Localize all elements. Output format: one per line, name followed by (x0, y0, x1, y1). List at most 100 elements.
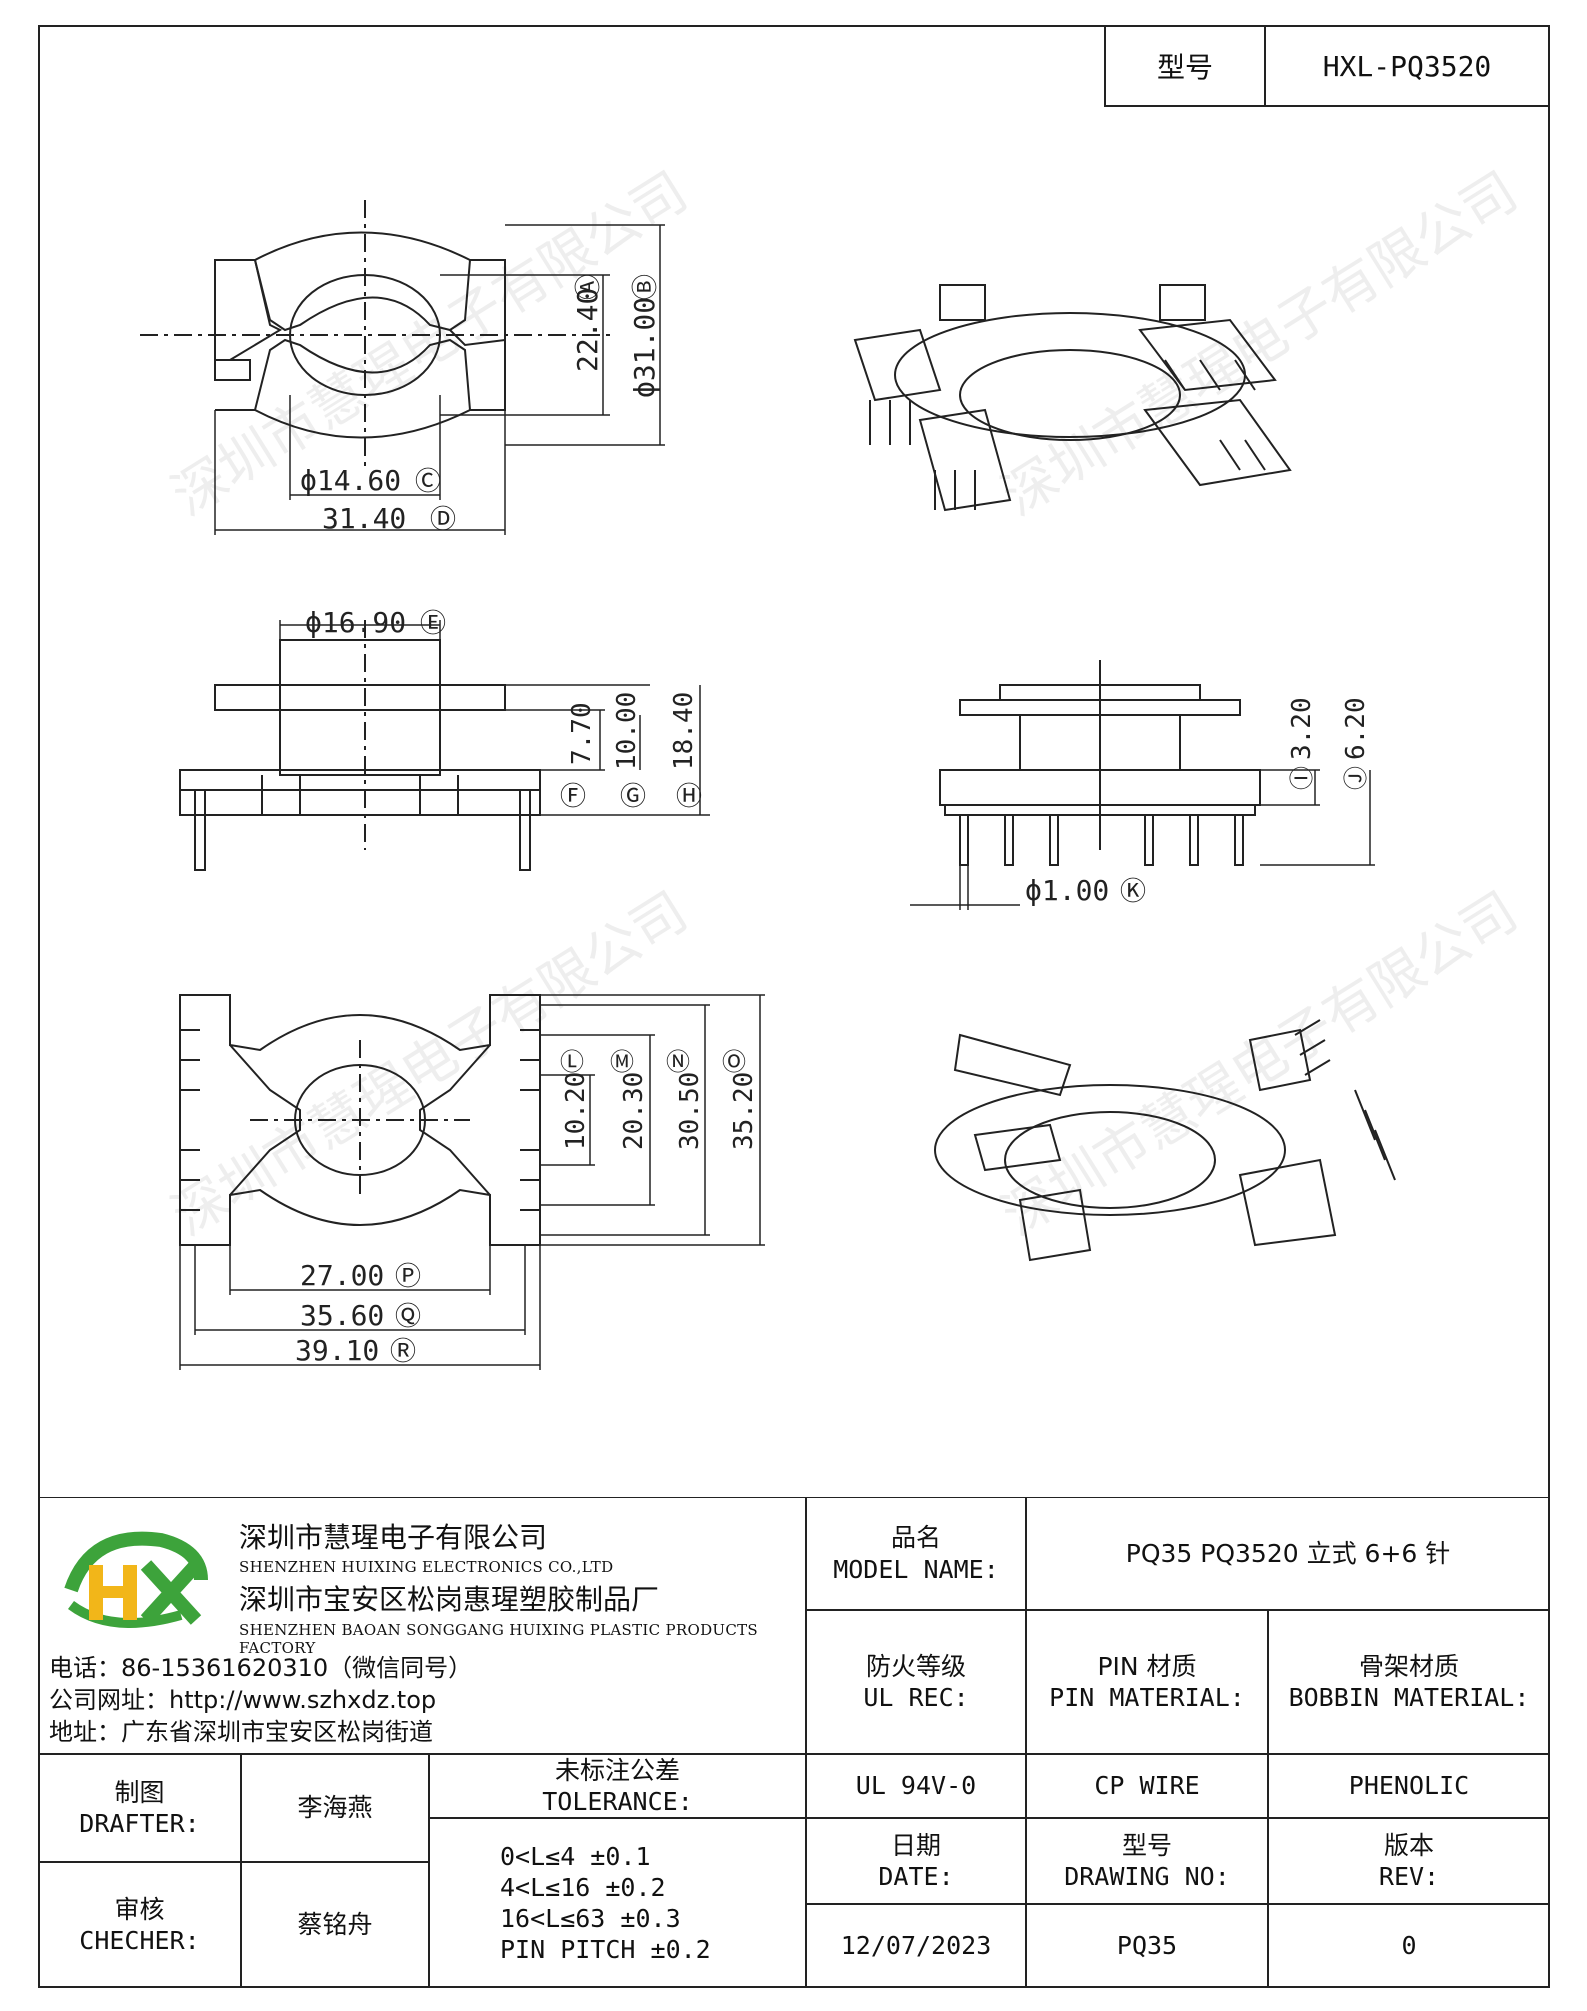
bobbin-material-label-cn: 骨架材质 (1358, 1651, 1459, 1681)
date-value: 12/07/2023 (806, 1904, 1026, 1988)
marker-B: Ⓑ (631, 274, 661, 300)
pin-material-label-cn: PIN 材质 (1097, 1651, 1197, 1681)
marker-D: Ⓓ (430, 505, 456, 535)
model-name-value: PQ35 PQ3520 立式 6+6 针 (1026, 1497, 1550, 1610)
date-label: 日期 DATE: (806, 1818, 1026, 1904)
marker-N: Ⓝ (666, 1048, 690, 1076)
company-logo (64, 1531, 208, 1628)
tolerance-row: PIN PITCH ±0.2 (500, 1935, 711, 1965)
dim-B: ϕ31.00 (628, 297, 661, 398)
ul-rec-label: 防火等级 UL REC: (806, 1610, 1026, 1754)
marker-L: Ⓛ (560, 1048, 584, 1076)
marker-H: Ⓗ (676, 782, 702, 812)
dim-G: 10.00 (612, 692, 642, 770)
marker-F: Ⓕ (560, 782, 586, 812)
rev-value: 0 (1268, 1904, 1550, 1988)
checker-name: 蔡铭舟 (241, 1862, 429, 1988)
marker-O: Ⓞ (722, 1048, 746, 1076)
rev-label-en: REV: (1378, 1862, 1440, 1891)
ul-rec-value: UL 94V-0 (806, 1754, 1026, 1818)
pin-material-label: PIN 材质 PIN MATERIAL: (1026, 1610, 1268, 1754)
drawing-no-label-en: DRAWING NO: (1064, 1862, 1230, 1891)
dim-A: 22.40 (571, 288, 604, 372)
marker-P: Ⓟ (395, 1262, 421, 1292)
dim-Q: 35.60 (300, 1299, 384, 1332)
technical-drawing: ϕ14.60 Ⓒ 31.40 Ⓓ 22.40 Ⓐ ϕ31.00 Ⓑ ϕ16.90… (140, 200, 1396, 1370)
company-info: 深圳市慧瑆电子有限公司 SHENZHEN HUIXING ELECTRONICS… (38, 1497, 806, 1754)
dim-L: 10.20 (561, 1072, 591, 1150)
checker-label-cn: 审核 (114, 1894, 165, 1924)
bobbin-material-label-en: BOBBIN MATERIAL: (1288, 1683, 1530, 1712)
side-view (910, 660, 1375, 910)
tolerance-row: 4<L≤16 ±0.2 (500, 1872, 666, 1902)
drawing-no-label-cn: 型号 (1121, 1830, 1172, 1860)
ul-rec-label-en: UL REC: (863, 1683, 969, 1712)
marker-Q: Ⓠ (395, 1302, 421, 1332)
date-label-cn: 日期 (890, 1830, 941, 1860)
model-name-value-text: PQ35 PQ3520 立式 6+6 针 (1125, 1538, 1451, 1568)
isometric-view-bottom (934, 1019, 1396, 1262)
bobbin-material-value: PHENOLIC (1268, 1754, 1550, 1818)
title-block: 深圳市慧瑆电子有限公司 SHENZHEN HUIXING ELECTRONICS… (38, 1497, 1550, 1988)
factory-name-en: SHENZHEN BAOAN SONGGANG HUIXING PLASTIC … (239, 1621, 759, 1657)
company-phone: 电话：86-15361620310（微信同号） (49, 1654, 473, 1682)
ul-rec-label-cn: 防火等级 (865, 1651, 966, 1681)
pin-material-label-en: PIN MATERIAL: (1049, 1683, 1245, 1712)
tolerance-row: 16<L≤63 ±0.3 (500, 1904, 681, 1933)
company-name-cn: 深圳市慧瑆电子有限公司 (239, 1521, 548, 1554)
drafter-name: 李海燕 (241, 1754, 429, 1862)
model-tag-label: 型号 (1106, 27, 1266, 105)
dim-O: 35.20 (729, 1072, 759, 1150)
dim-M: 20.30 (619, 1072, 649, 1150)
bottom-view (179, 994, 765, 1370)
model-tag-box: 型号 HXL-PQ3520 (1104, 27, 1548, 107)
marker-R: Ⓡ (390, 1337, 416, 1367)
model-name-label-en: MODEL NAME: (833, 1554, 999, 1584)
marker-I: Ⓘ (1288, 766, 1316, 790)
dim-I: 3.20 (1287, 697, 1317, 760)
marker-G: Ⓖ (620, 782, 646, 812)
drawing-no-label: 型号 DRAWING NO: (1026, 1818, 1268, 1904)
company-website: 公司网址：http://www.szhxdz.top (49, 1686, 437, 1714)
front-view (179, 620, 710, 871)
marker-J: Ⓙ (1342, 766, 1370, 790)
tolerance-values: 0<L≤4 ±0.1 4<L≤16 ±0.2 16<L≤63 ±0.3 PIN … (429, 1818, 806, 1988)
model-name-label-cn: 品名 (890, 1523, 941, 1553)
tolerance-label-en: TOLERANCE: (542, 1787, 693, 1816)
checker-label-en: CHECHER: (79, 1926, 200, 1955)
company-name-en: SHENZHEN HUIXING ELECTRONICS CO.,LTD (239, 1558, 614, 1576)
dim-K: ϕ1.00 (1025, 874, 1109, 907)
marker-K: Ⓚ (1120, 877, 1146, 907)
pin-material-value: CP WIRE (1026, 1754, 1268, 1818)
date-label-en: DATE: (878, 1862, 954, 1891)
drafter-label-en: DRAFTER: (79, 1809, 200, 1838)
pin-slots-right (520, 1029, 540, 1211)
model-name-label: 品名 MODEL NAME: (806, 1497, 1026, 1610)
drawing-no-value: PQ35 (1026, 1904, 1268, 1988)
top-view (140, 200, 665, 535)
marker-E: Ⓔ (420, 609, 446, 639)
side-pins (959, 814, 1244, 866)
dim-H: 18.40 (669, 692, 699, 770)
dim-P: 27.00 (300, 1259, 384, 1292)
dim-D: 31.40 (322, 502, 406, 535)
dim-R: 39.10 (295, 1334, 379, 1367)
tolerance-row: 0<L≤4 ±0.1 (500, 1841, 651, 1871)
rev-label-cn: 版本 (1383, 1830, 1434, 1860)
dim-C: ϕ14.60 (300, 464, 401, 497)
dim-F: 7.70 (567, 702, 597, 765)
dim-E: ϕ16.90 (305, 606, 406, 639)
marker-A: Ⓐ (574, 274, 604, 300)
factory-name-cn: 深圳市宝安区松岗惠瑆塑胶制品厂 (239, 1583, 660, 1616)
rev-label: 版本 REV: (1268, 1818, 1550, 1904)
isometric-view-top (853, 284, 1292, 512)
checker-label: 审核 CHECHER: (38, 1862, 241, 1988)
company-address: 地址：广东省深圳市宝安区松岗街道 (49, 1718, 433, 1746)
pin-slots-left (180, 1029, 200, 1211)
dim-J: 6.20 (1341, 697, 1371, 760)
marker-M: Ⓜ (610, 1048, 634, 1076)
tolerance-label-cn: 未标注公差 (554, 1755, 680, 1785)
drafter-label-cn: 制图 (114, 1777, 165, 1807)
tolerance-label: 未标注公差 TOLERANCE: (429, 1754, 806, 1818)
model-tag-value: HXL-PQ3520 (1322, 49, 1492, 83)
